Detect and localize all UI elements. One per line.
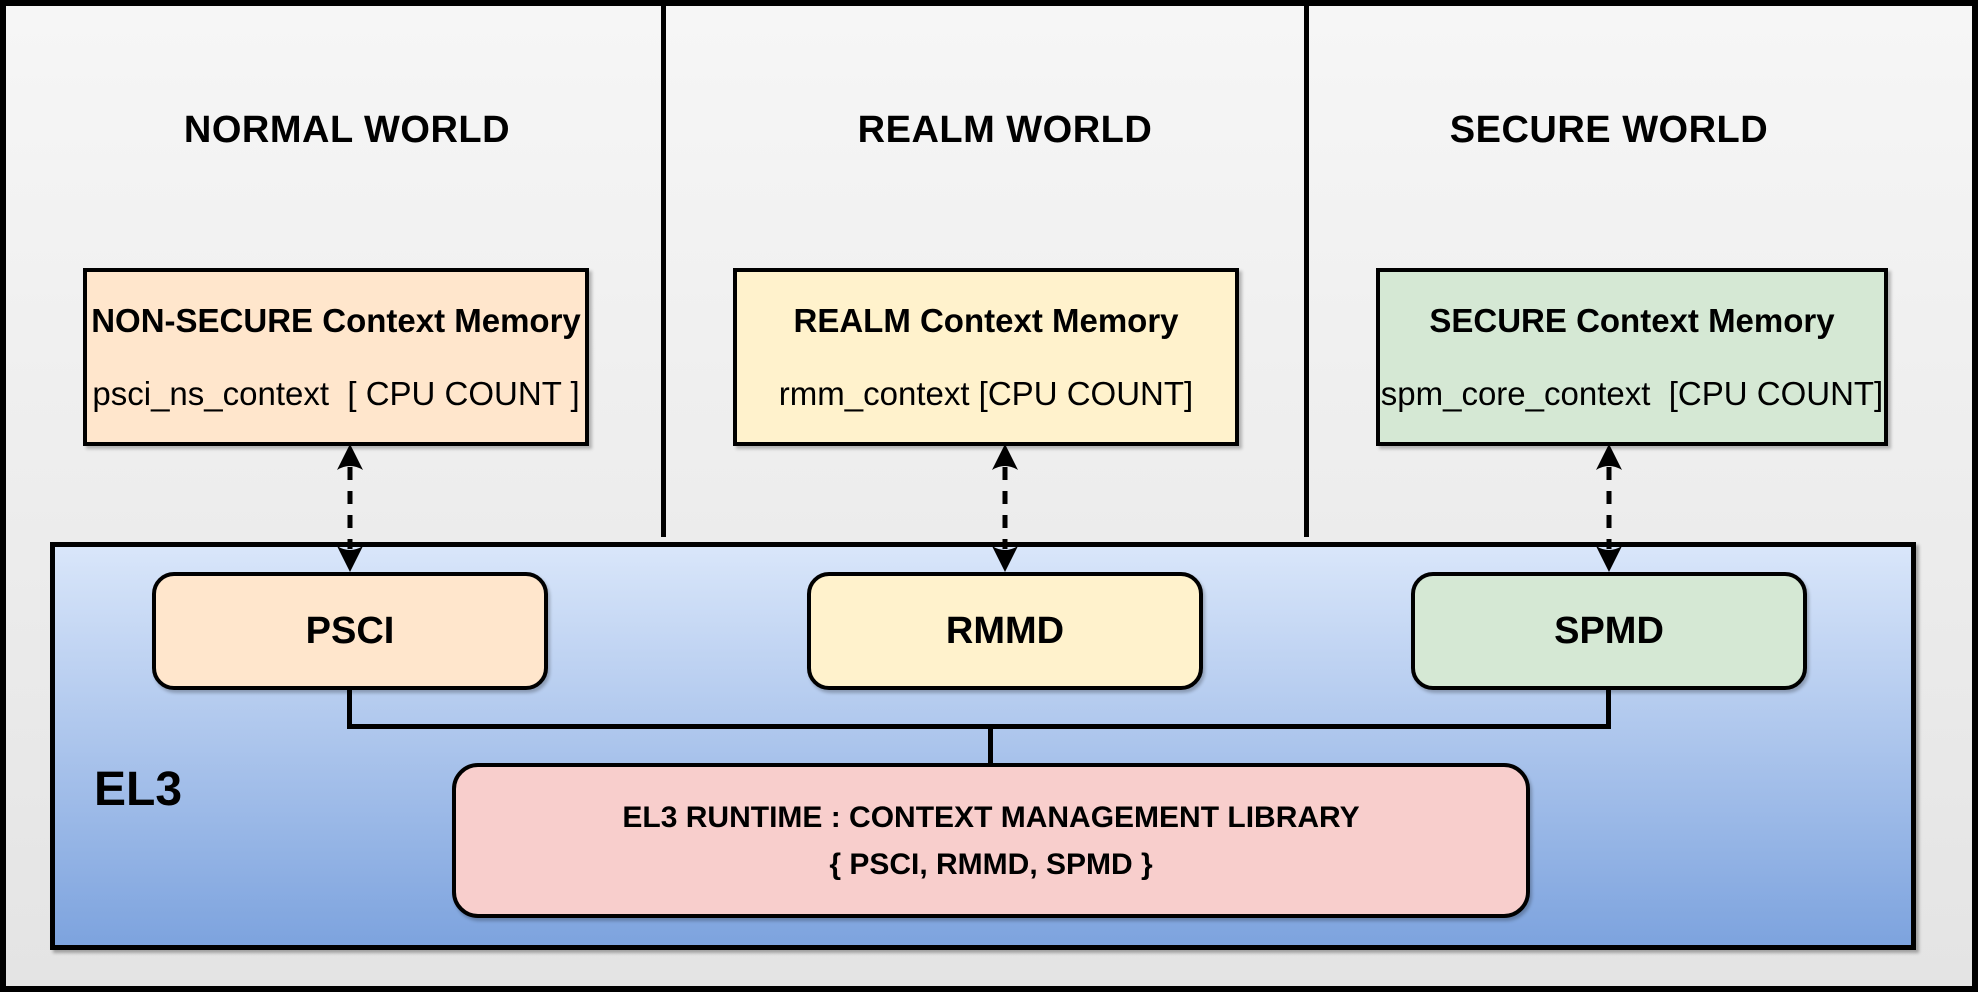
dashed-bidirectional-arrow-psci [337, 444, 363, 572]
panel-divider-normal-realm [661, 6, 666, 537]
secure-context-memory-box: SECURE Context Memory spm_core_context [… [1376, 268, 1888, 446]
rmmd-box: RMMD [807, 572, 1203, 690]
spmd-box: SPMD [1411, 572, 1807, 690]
psci-label: PSCI [305, 609, 395, 652]
el3-runtime-subtitle: { PSCI, RMMD, SPMD } [829, 847, 1153, 881]
non-secure-context-memory-title: NON-SECURE Context Memory [91, 302, 581, 339]
connector-bus [347, 724, 1611, 729]
el3-runtime-title: EL3 RUNTIME : CONTEXT MANAGEMENT LIBRARY [622, 800, 1360, 834]
normal-world-title: NORMAL WORLD [183, 109, 511, 151]
non-secure-context-memory-instance: psci_ns_context [ CPU COUNT ] [92, 375, 580, 412]
secure-world-title: SECURE WORLD [1449, 109, 1769, 151]
el3-label: EL3 [94, 763, 183, 816]
realm-context-memory-title: REALM Context Memory [793, 302, 1179, 339]
non-secure-context-memory-box: NON-SECURE Context Memory psci_ns_contex… [83, 268, 589, 446]
secure-context-memory-title: SECURE Context Memory [1429, 302, 1835, 339]
realm-world-title: REALM WORLD [857, 109, 1153, 151]
panel-divider-realm-secure [1304, 6, 1309, 537]
psci-box: PSCI [152, 572, 548, 690]
dashed-bidirectional-arrow-spmd [1596, 444, 1622, 572]
connector-psci-stub [347, 686, 352, 729]
spmd-label: SPMD [1554, 609, 1664, 652]
dashed-bidirectional-arrow-rmmd [992, 444, 1018, 572]
connector-spmd-stub [1606, 686, 1611, 729]
realm-context-memory-instance: rmm_context [CPU COUNT] [778, 375, 1194, 412]
connector-runtime-drop [988, 729, 993, 765]
secure-context-memory-instance: spm_core_context [CPU COUNT] [1380, 375, 1884, 412]
el3-runtime-box: EL3 RUNTIME : CONTEXT MANAGEMENT LIBRARY… [452, 763, 1530, 918]
realm-context-memory-box: REALM Context Memory rmm_context [CPU CO… [733, 268, 1239, 446]
rmmd-label: RMMD [945, 609, 1065, 652]
